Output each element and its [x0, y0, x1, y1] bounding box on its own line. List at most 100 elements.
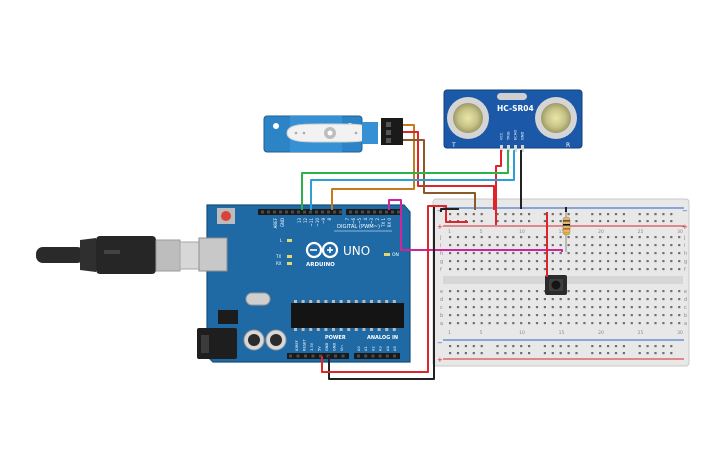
rail-hole[interactable]	[528, 213, 531, 216]
terminal-hole[interactable]	[614, 260, 618, 263]
rail-hole[interactable]	[456, 352, 460, 355]
terminal-hole[interactable]	[622, 260, 625, 263]
rail-hole[interactable]	[464, 345, 467, 348]
terminal-hole[interactable]	[567, 314, 570, 317]
rail-hole[interactable]	[614, 220, 618, 223]
terminal-hole[interactable]	[559, 314, 562, 317]
header-pin[interactable]	[315, 210, 318, 214]
terminal-hole[interactable]	[607, 306, 610, 309]
terminal-hole[interactable]	[607, 244, 610, 247]
terminal-hole[interactable]	[488, 244, 491, 247]
rail-hole[interactable]	[504, 213, 507, 216]
terminal-hole[interactable]	[528, 290, 531, 293]
header-pin[interactable]	[267, 210, 270, 214]
terminal-hole[interactable]	[449, 252, 452, 255]
rail-hole[interactable]	[591, 213, 594, 216]
terminal-hole[interactable]	[678, 268, 681, 271]
rail-hole[interactable]	[456, 213, 460, 216]
terminal-hole[interactable]	[559, 322, 562, 325]
rail-hole[interactable]	[638, 213, 641, 216]
terminal-hole[interactable]	[662, 252, 665, 255]
terminal-hole[interactable]	[488, 314, 491, 317]
rail-hole[interactable]	[528, 352, 531, 355]
rail-hole[interactable]	[638, 345, 641, 348]
terminal-hole[interactable]	[591, 252, 594, 255]
terminal-hole[interactable]	[512, 298, 515, 301]
terminal-hole[interactable]	[559, 252, 562, 255]
terminal-hole[interactable]	[583, 314, 586, 317]
terminal-hole[interactable]	[543, 306, 546, 309]
header-pin[interactable]	[261, 210, 264, 214]
rail-hole[interactable]	[567, 345, 570, 348]
rail-hole[interactable]	[646, 213, 649, 216]
terminal-hole[interactable]	[480, 236, 483, 239]
terminal-hole[interactable]	[520, 322, 523, 325]
rail-hole[interactable]	[654, 345, 657, 348]
terminal-hole[interactable]	[520, 260, 523, 263]
terminal-hole[interactable]	[543, 260, 546, 263]
terminal-hole[interactable]	[559, 244, 562, 247]
rail-hole[interactable]	[528, 220, 531, 223]
terminal-hole[interactable]	[480, 244, 483, 247]
terminal-hole[interactable]	[662, 298, 665, 301]
terminal-hole[interactable]	[567, 260, 570, 263]
header-pin[interactable]	[391, 210, 394, 214]
rail-hole[interactable]	[622, 220, 625, 223]
terminal-hole[interactable]	[480, 268, 483, 271]
terminal-hole[interactable]	[567, 252, 570, 255]
terminal-hole[interactable]	[678, 260, 681, 263]
terminal-hole[interactable]	[575, 290, 578, 293]
terminal-hole[interactable]	[654, 252, 657, 255]
rail-hole[interactable]	[670, 352, 673, 355]
terminal-hole[interactable]	[599, 260, 602, 263]
rail-hole[interactable]	[622, 213, 625, 216]
terminal-hole[interactable]	[472, 322, 475, 325]
header-pin[interactable]	[355, 210, 358, 214]
rail-hole[interactable]	[449, 213, 452, 216]
rail-hole[interactable]	[646, 345, 649, 348]
terminal-hole[interactable]	[599, 252, 602, 255]
rail-hole[interactable]	[496, 352, 499, 355]
terminal-hole[interactable]	[599, 236, 602, 239]
terminal-hole[interactable]	[464, 314, 467, 317]
terminal-hole[interactable]	[535, 314, 539, 317]
rail-hole[interactable]	[654, 220, 657, 223]
rail-hole[interactable]	[559, 213, 562, 216]
terminal-hole[interactable]	[551, 322, 554, 325]
rail-hole[interactable]	[575, 352, 578, 355]
terminal-hole[interactable]	[528, 298, 531, 301]
terminal-hole[interactable]	[543, 252, 546, 255]
rail-hole[interactable]	[480, 352, 483, 355]
terminal-hole[interactable]	[488, 252, 491, 255]
header-pin[interactable]	[361, 210, 364, 214]
terminal-hole[interactable]	[575, 306, 578, 309]
terminal-hole[interactable]	[567, 298, 570, 301]
terminal-hole[interactable]	[480, 306, 483, 309]
terminal-hole[interactable]	[496, 306, 499, 309]
terminal-hole[interactable]	[504, 244, 507, 247]
sensor-pin[interactable]	[500, 145, 503, 152]
header-pin[interactable]	[296, 354, 300, 358]
terminal-hole[interactable]	[488, 306, 491, 309]
terminal-hole[interactable]	[614, 268, 618, 271]
header-pin[interactable]	[371, 354, 375, 358]
rail-hole[interactable]	[662, 352, 665, 355]
terminal-hole[interactable]	[662, 314, 665, 317]
header-pin[interactable]	[378, 354, 382, 358]
terminal-hole[interactable]	[504, 314, 507, 317]
rail-hole[interactable]	[520, 345, 523, 348]
terminal-hole[interactable]	[551, 244, 554, 247]
terminal-hole[interactable]	[551, 268, 554, 271]
rail-hole[interactable]	[599, 213, 602, 216]
terminal-hole[interactable]	[512, 268, 515, 271]
terminal-hole[interactable]	[614, 298, 618, 301]
terminal-hole[interactable]	[520, 306, 523, 309]
rail-hole[interactable]	[670, 213, 673, 216]
terminal-hole[interactable]	[638, 298, 641, 301]
terminal-hole[interactable]	[496, 298, 499, 301]
terminal-hole[interactable]	[622, 236, 625, 239]
terminal-hole[interactable]	[678, 252, 681, 255]
rail-hole[interactable]	[480, 220, 483, 223]
terminal-hole[interactable]	[464, 244, 467, 247]
terminal-hole[interactable]	[583, 298, 586, 301]
